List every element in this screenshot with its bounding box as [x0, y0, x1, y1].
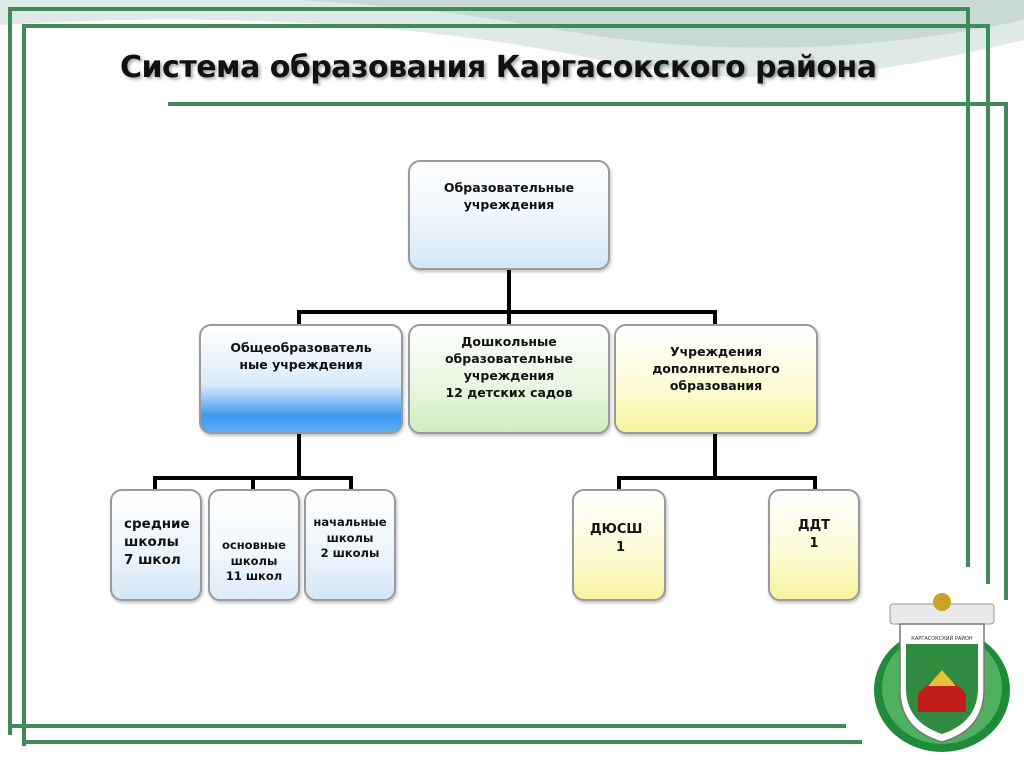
connector-additional-bar: [617, 476, 817, 480]
diagram-node-ddt-line-2: 1: [809, 535, 819, 551]
diagram-node-primary-line-2: школы: [326, 530, 374, 545]
diagram-node-ddt-line-1: ДДТ: [797, 518, 831, 533]
diagram-node-primary-schools: начальные школы 2 школы: [304, 489, 396, 601]
connector-additional-down: [713, 432, 717, 478]
connector-to-primary: [349, 476, 353, 492]
diagram-node-dyussh-line-1: ДЮСШ: [590, 522, 643, 537]
diagram-node-root-label: Образовательные учреждения: [443, 180, 575, 212]
diagram-node-additional-line-3: образования: [669, 377, 763, 393]
diagram-node-basic-line-3: 11 школ: [225, 569, 283, 584]
connector-to-ddt: [813, 476, 817, 492]
connector-to-general: [297, 310, 301, 326]
emblem-text: КАРГАСОКСКИЙ РАЙОН: [911, 635, 973, 642]
frame-line-bottom-inner: [22, 740, 862, 744]
diagram-node-general-education: Общеобразователь ные учреждения: [199, 324, 403, 434]
diagram-node-secondary-line-2: школы: [124, 534, 179, 551]
frame-line-left: [8, 7, 12, 735]
diagram-node-preschool-line-3: учреждения: [463, 367, 555, 383]
diagram-node-primary-line-3: 2 школы: [320, 546, 380, 561]
frame-line-top-inner: [22, 24, 990, 28]
diagram-node-additional-line-2: дополнительного: [652, 360, 780, 376]
connector-to-secondary: [153, 476, 157, 492]
diagram-node-general-line-2: ные учреждения: [239, 356, 363, 372]
page-title: Система образования Каргасокского района: [120, 50, 877, 85]
frame-line-left-inner: [22, 24, 26, 746]
frame-line-right: [966, 7, 970, 567]
diagram-node-general-line-1: Общеобразователь: [230, 340, 372, 355]
frame-line-right-mid: [986, 24, 990, 584]
frame-line-title-underline: [168, 102, 1008, 106]
diagram-node-preschool-line-4: 12 детских садов: [445, 384, 573, 400]
coat-of-arms-icon: КАРГАСОКСКИЙ РАЙОН: [874, 593, 1010, 752]
diagram-node-secondary-line-3: 7 школ: [124, 552, 181, 569]
diagram-node-additional-line-1: Учреждения: [669, 344, 763, 359]
connector-root-down: [507, 268, 511, 312]
connector-to-dyussh: [617, 476, 621, 492]
frame-line-right-outer: [1004, 102, 1008, 600]
diagram-node-basic-line-2: школы: [230, 553, 278, 568]
diagram-node-additional-education: Учреждения дополнительного образования: [614, 324, 818, 434]
connector-to-basic: [251, 476, 255, 492]
background-swoosh: [0, 0, 1024, 78]
diagram-node-primary-line-1: начальные: [313, 515, 387, 529]
diagram-node-basic-schools: основные школы 11 школ: [208, 489, 300, 601]
frame-line-top: [8, 7, 970, 11]
connector-to-preschool: [507, 310, 511, 326]
frame-line-bottom: [8, 724, 846, 728]
diagram-node-ddt: ДДТ 1: [768, 489, 860, 601]
diagram-node-dyussh: ДЮСШ 1: [572, 489, 666, 601]
diagram-node-preschool-line-2: образовательные: [444, 350, 574, 366]
diagram-node-dyussh-line-2: 1: [616, 539, 626, 555]
diagram-node-preschool-line-1: Дошкольные: [461, 334, 557, 349]
connector-to-additional: [713, 310, 717, 326]
diagram-node-preschool: Дошкольные образовательные учреждения 12…: [408, 324, 610, 434]
diagram-node-secondary-line-1: средние: [124, 516, 190, 532]
diagram-node-basic-line-1: основные: [222, 538, 286, 553]
diagram-node-root: Образовательные учреждения: [408, 160, 610, 270]
diagram-node-secondary-schools: средние школы 7 школ: [110, 489, 202, 601]
connector-general-down: [297, 432, 301, 478]
